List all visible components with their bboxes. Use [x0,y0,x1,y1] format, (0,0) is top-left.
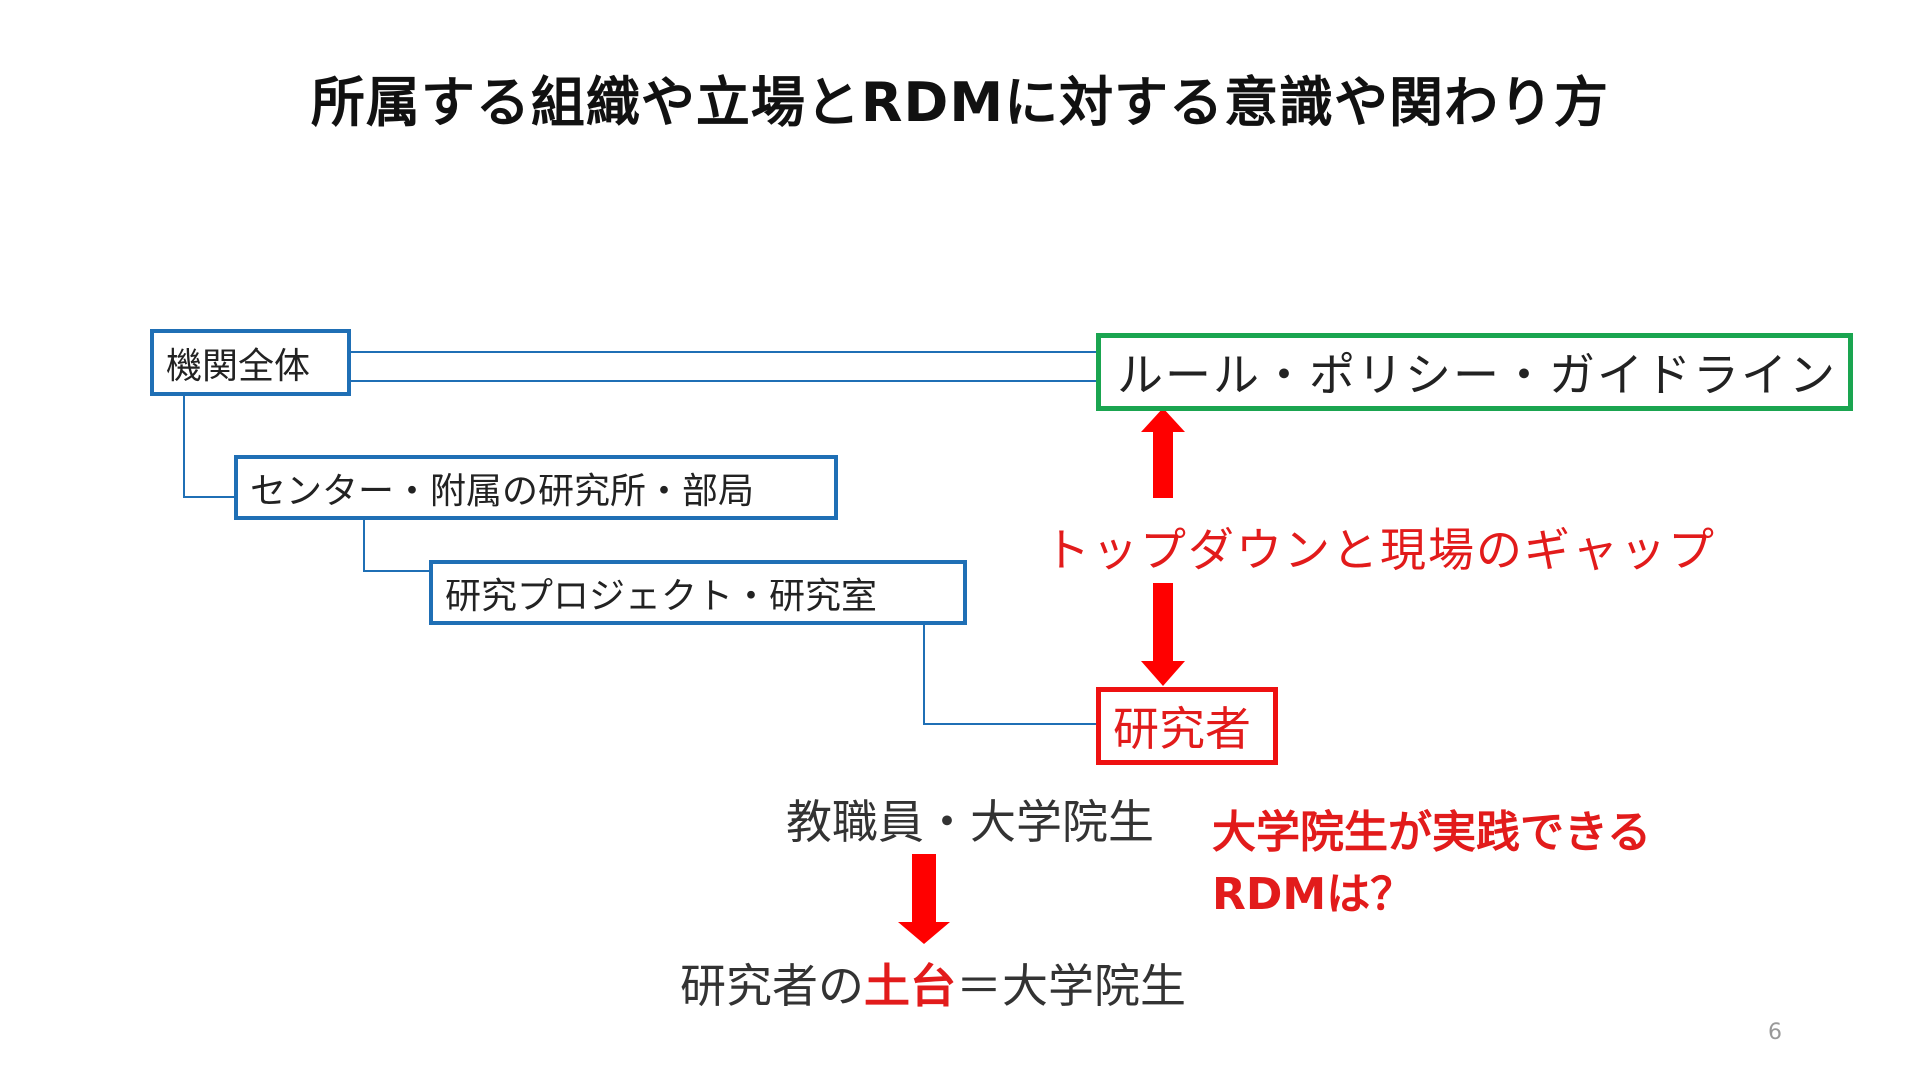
question-line-2: RDMは？ [1212,869,1415,920]
roles-label: 教職員・大学院生 [786,795,1154,849]
foundation-line: 研究者の土台＝大学院生 [680,950,1186,1016]
up-arrow [1141,408,1185,498]
box-center: センター・附属の研究所・部局 [234,455,838,520]
question-line-1: 大学院生が実践できる [1212,807,1652,858]
box-project-label: 研究プロジェクト・研究室 [445,575,878,617]
institution-center-connector [183,396,236,498]
foundation-suffix: ＝大学院生 [956,959,1186,1013]
box-project: 研究プロジェクト・研究室 [429,560,967,625]
roles-foundation-arrow [898,854,950,944]
box-rules-label: ルール・ポリシー・ガイドライン [1117,348,1837,402]
foundation-emphasis: 土台 [864,959,956,1013]
project-researcher-connector [923,624,1100,725]
box-rules: ルール・ポリシー・ガイドライン [1096,333,1853,411]
box-center-label: センター・附属の研究所・部局 [250,470,755,512]
down-arrow [1141,583,1185,686]
box-researcher: 研究者 [1096,687,1278,765]
gap-label: トップダウンと現場のギャップ [1044,523,1716,577]
foundation-prefix: 研究者の [680,959,864,1013]
box-researcher-label: 研究者 [1113,702,1251,756]
page-number: 6 [1768,1020,1782,1045]
slide-title: 所属する組織や立場とRDMに対する意識や関わり方 [310,71,1610,134]
box-institution: 機関全体 [150,329,351,396]
question-callout: 大学院生が実践できる RDMは？ [1212,802,1651,926]
box-institution-label: 機関全体 [166,345,311,387]
center-project-connector [363,518,432,572]
